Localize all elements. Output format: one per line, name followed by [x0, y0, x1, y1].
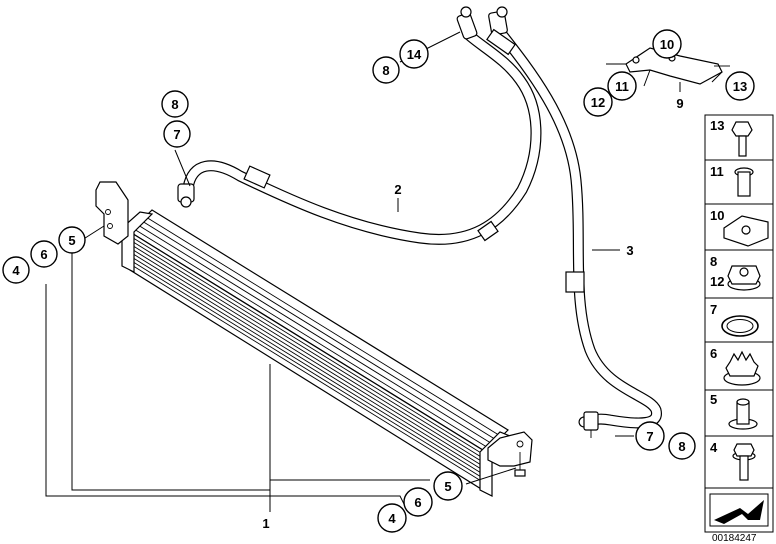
label-1[interactable]: 1 [262, 516, 269, 531]
direction-arrow-icon [709, 493, 769, 527]
flange-bolt-icon [732, 443, 756, 481]
svg-text:11: 11 [615, 79, 629, 94]
label-3[interactable]: 3 [626, 243, 633, 258]
svg-text:12: 12 [591, 95, 605, 110]
callout-4-bottom[interactable]: 4 [377, 503, 407, 533]
leader-lines [45, 31, 723, 512]
legend-label-6: 6 [710, 346, 717, 361]
svg-text:5: 5 [68, 233, 75, 248]
svg-text:6: 6 [414, 495, 421, 510]
label-9[interactable]: 9 [676, 96, 683, 111]
callout-13[interactable]: 13 [725, 71, 755, 101]
part-labels: 1 2 3 9 [262, 96, 683, 531]
svg-text:7: 7 [646, 429, 653, 444]
legend-label-8: 8 [710, 254, 717, 269]
legend-label-12: 12 [710, 274, 724, 289]
callout-8-top[interactable]: 8 [372, 56, 400, 84]
svg-text:4: 4 [12, 263, 20, 278]
callouts: 8 14 10 11 12 13 8 7 4 6 5 7 8 5 6 4 [2, 29, 755, 533]
svg-text:5: 5 [444, 479, 451, 494]
label-2[interactable]: 2 [394, 182, 401, 197]
callout-5-bottom[interactable]: 5 [433, 471, 463, 501]
legend-label-13: 13 [710, 118, 724, 133]
right-mounting-bracket [487, 431, 533, 477]
oil-cooler [121, 209, 512, 497]
svg-text:7: 7 [173, 127, 180, 142]
callout-14[interactable]: 14 [399, 39, 429, 69]
callout-6-bottom[interactable]: 6 [403, 487, 433, 517]
legend-label-7: 7 [710, 302, 717, 317]
callout-11[interactable]: 11 [607, 71, 637, 101]
svg-text:8: 8 [382, 63, 389, 78]
legend-label-5: 5 [710, 392, 717, 407]
document-number: 00184247 [712, 533, 757, 544]
o-ring-icon [721, 315, 759, 337]
legend-label-11: 11 [710, 164, 724, 179]
callout-8-left[interactable]: 8 [161, 90, 189, 118]
callout-7-left[interactable]: 7 [163, 120, 191, 148]
callout-12[interactable]: 12 [583, 87, 613, 117]
callout-5-left[interactable]: 5 [58, 226, 86, 254]
svg-text:10: 10 [660, 37, 674, 52]
svg-text:8: 8 [678, 439, 685, 454]
callout-6-left[interactable]: 6 [30, 240, 58, 268]
callout-8-right[interactable]: 8 [668, 432, 696, 460]
svg-text:14: 14 [407, 47, 422, 62]
legend-label-10: 10 [710, 208, 724, 223]
left-mounting-bracket [95, 181, 129, 245]
callout-10[interactable]: 10 [652, 29, 682, 59]
callout-4-left[interactable]: 4 [2, 256, 30, 284]
svg-text:6: 6 [40, 247, 47, 262]
bushing-icon [734, 167, 754, 197]
legend-label-4: 4 [710, 440, 718, 455]
spacer-sleeve-icon [728, 398, 758, 430]
svg-text:13: 13 [733, 79, 747, 94]
svg-text:8: 8 [171, 97, 178, 112]
bolt-icon [731, 121, 753, 157]
svg-text:4: 4 [388, 511, 396, 526]
oil-cooler-line-2 [177, 6, 542, 245]
clip-nut-icon [723, 215, 769, 247]
oil-cooler-line-3 [486, 6, 662, 438]
serrated-washer-icon [723, 350, 761, 386]
callout-7-right[interactable]: 7 [635, 421, 665, 451]
hex-nut-icon [727, 265, 761, 291]
legend-panel: 13 11 10 8 12 7 6 [704, 114, 774, 533]
